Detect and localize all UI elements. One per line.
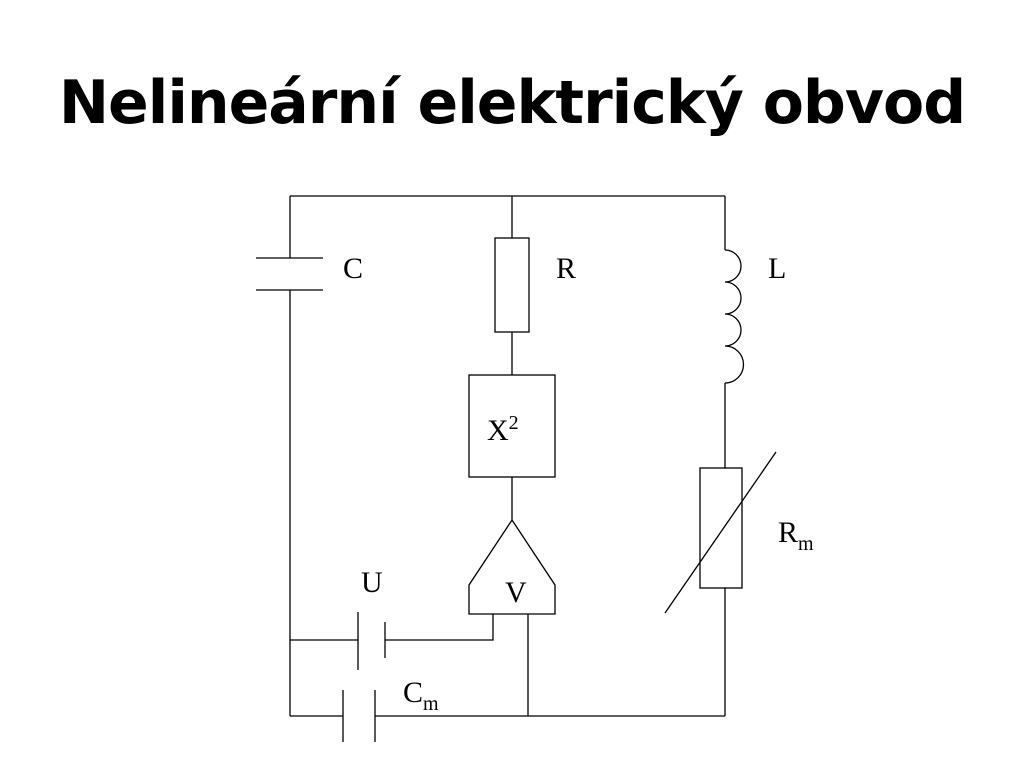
inductor-l-label: L bbox=[768, 252, 786, 285]
wire-voltmeter-to-source bbox=[385, 614, 494, 641]
squarer-label: X2 bbox=[487, 412, 519, 447]
squarer-block bbox=[468, 374, 556, 478]
resistor-r-label: R bbox=[556, 252, 576, 285]
capacitor-cm-base: C bbox=[403, 676, 423, 709]
resistor-rm-variable-arrow bbox=[664, 451, 777, 614]
voltmeter-label: V bbox=[505, 576, 527, 609]
inductor-l bbox=[724, 249, 745, 384]
capacitor-cm-label: Cm bbox=[403, 676, 439, 715]
resistor-rm bbox=[699, 467, 743, 589]
capacitor-cm-subscript: m bbox=[423, 693, 439, 715]
source-u-label: U bbox=[361, 566, 383, 599]
source-u bbox=[357, 612, 386, 670]
resistor-rm-base: R bbox=[778, 516, 798, 549]
capacitor-cm bbox=[342, 690, 376, 742]
capacitor-c bbox=[256, 257, 323, 291]
resistor-r bbox=[494, 237, 530, 333]
page-title: Nelineární elektrický obvod bbox=[58, 68, 966, 138]
squarer-exponent: 2 bbox=[509, 412, 519, 434]
voltmeter-shape bbox=[468, 518, 556, 615]
resistor-rm-label: Rm bbox=[778, 516, 814, 555]
capacitor-c-label: C bbox=[343, 252, 363, 285]
squarer-base: X bbox=[487, 414, 509, 447]
resistor-rm-subscript: m bbox=[798, 533, 814, 555]
